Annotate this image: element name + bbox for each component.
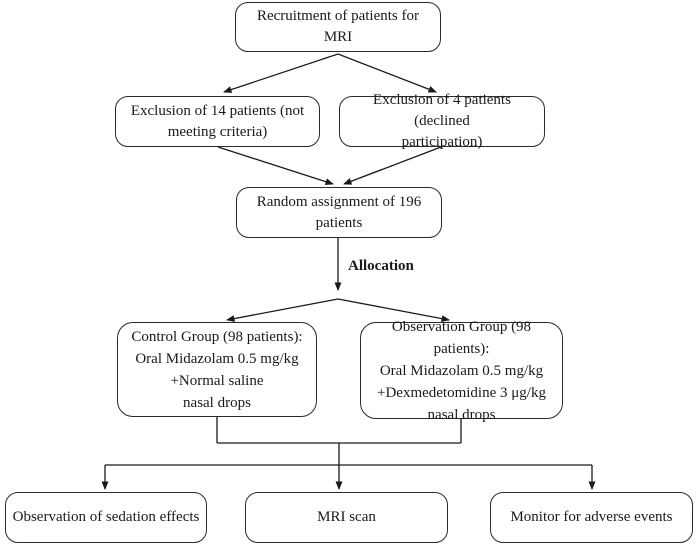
node-random-assignment: Random assignment of 196 patients	[236, 187, 442, 238]
node-sedation-effects-label: Observation of sedation effects	[12, 509, 200, 525]
node-recruitment-label: Recruitment of patients for MRI	[256, 8, 420, 45]
node-observation-group-label: Observation Group (98 patients): Oral Mi…	[377, 318, 546, 423]
node-mri-scan-label: MRI scan	[317, 509, 376, 525]
node-exclusion-not-meeting-criteria: Exclusion of 14 patients (not meeting cr…	[115, 96, 320, 147]
node-exclusion-declined-label: Exclusion of 4 patients (declined partic…	[373, 92, 511, 150]
node-adverse-events-label: Monitor for adverse events	[510, 509, 673, 525]
node-exclusion-declined: Exclusion of 4 patients (declined partic…	[339, 92, 545, 150]
allocation-edge-label: Allocation	[348, 258, 414, 274]
node-mri-scan: MRI scan	[245, 492, 448, 543]
node-adverse-events: Monitor for adverse events	[490, 492, 693, 543]
node-control-group: Control Group (98 patients): Oral Midazo…	[117, 322, 317, 417]
arrow-recruitment-to-exclusion-left	[223, 53, 339, 93]
node-random-assignment-label: Random assignment of 196 patients	[256, 193, 422, 231]
node-control-group-label: Control Group (98 patients): Oral Midazo…	[131, 328, 303, 411]
node-exclusion-not-meeting-criteria-label: Exclusion of 14 patients (not meeting cr…	[130, 102, 305, 140]
node-recruitment: Recruitment of patients for MRI	[235, 2, 441, 52]
node-observation-group: Observation Group (98 patients): Oral Mi…	[360, 319, 563, 423]
arrow-allocation-to-control	[226, 298, 339, 323]
node-sedation-effects: Observation of sedation effects	[5, 492, 207, 543]
arrow-recruitment-to-exclusion-right	[337, 53, 437, 93]
arrow-exclusion-left-to-random	[217, 146, 334, 186]
